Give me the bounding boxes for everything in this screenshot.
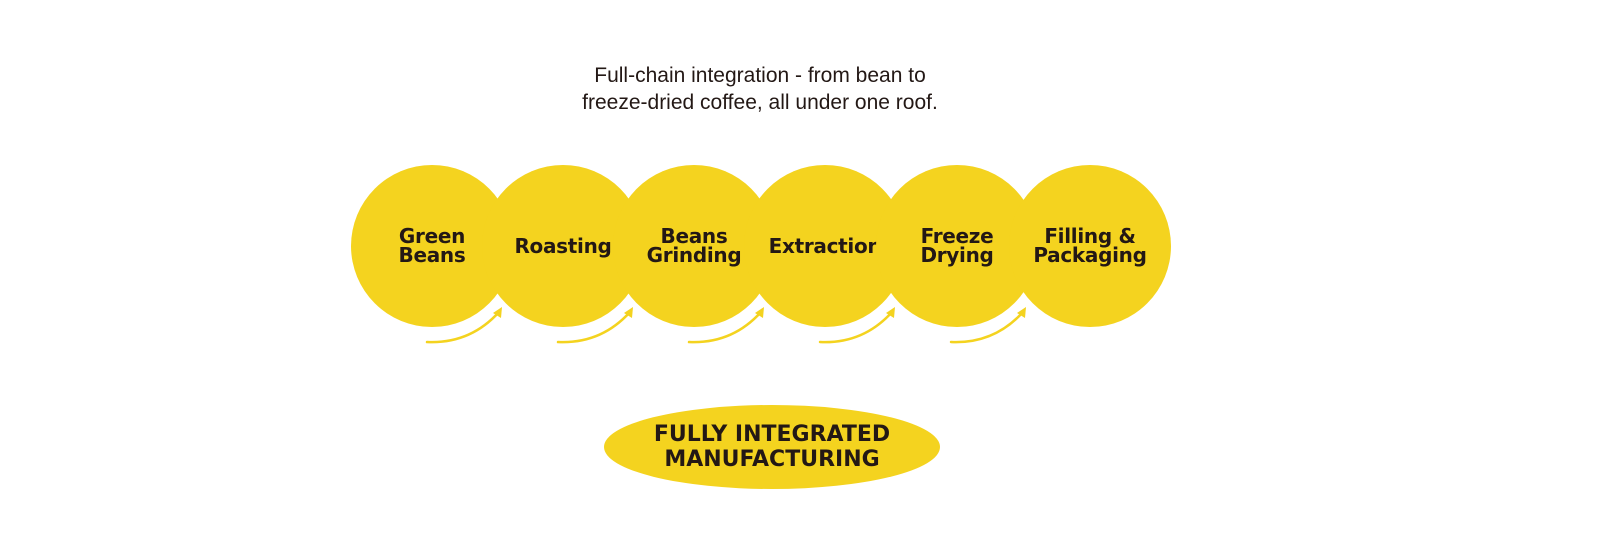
- tagline-line2: freeze-dried coffee, all under one roof.: [582, 91, 938, 114]
- arrow-icon: [949, 310, 1025, 344]
- step-label: Extraction: [768, 233, 882, 258]
- badge-line2: MANUFACTURING: [664, 447, 880, 472]
- tagline: Full-chain integration - from bean to fr…: [460, 62, 1060, 116]
- step-label: Freeze: [920, 224, 994, 248]
- step-label: Filling &: [1044, 224, 1136, 248]
- step-label: Beans: [660, 224, 728, 248]
- step-label: Green: [398, 224, 466, 248]
- step-filling-packaging: Filling &Packaging: [1009, 165, 1171, 327]
- step-label: Grinding: [646, 243, 742, 267]
- arrow-icon: [425, 310, 501, 344]
- tagline-line1: Full-chain integration - from bean to: [594, 64, 926, 87]
- arrow-icon: [687, 310, 763, 344]
- step-label: Drying: [920, 243, 994, 267]
- step-label: Roasting: [514, 233, 612, 258]
- step-label: Beans: [398, 243, 466, 267]
- arrow-icon: [556, 310, 632, 344]
- arrow-icon: [818, 310, 894, 344]
- step-label: Packaging: [1033, 243, 1147, 267]
- badge-line1: FULLY INTEGRATED: [653, 422, 891, 447]
